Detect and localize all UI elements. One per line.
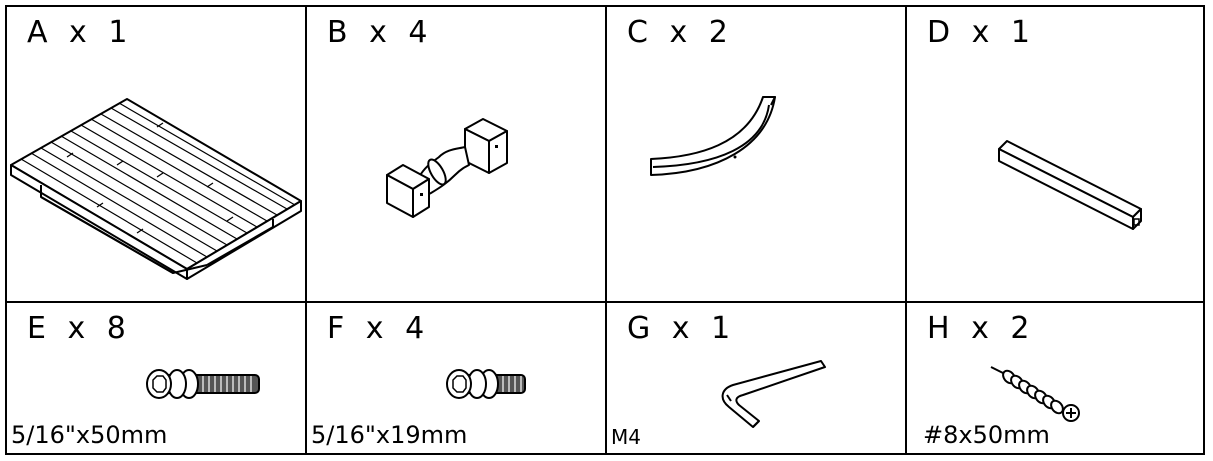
wood-screw-icon bbox=[990, 366, 1080, 422]
part-size: 5/16"x19mm bbox=[311, 421, 468, 449]
part-label: C x 2 bbox=[627, 15, 734, 50]
grid-divider bbox=[7, 301, 1203, 303]
part-size: #8x50mm bbox=[923, 421, 1050, 449]
part-label: D x 1 bbox=[927, 15, 1037, 50]
part-cell-d: D x 1 bbox=[907, 7, 1203, 301]
part-cell-h: H x 2 #8x50mm bbox=[907, 303, 1203, 453]
part-size: 5/16"x50mm bbox=[11, 421, 168, 449]
part-label: B x 4 bbox=[327, 15, 434, 50]
curved-apron-icon bbox=[650, 96, 776, 176]
grid-divider bbox=[305, 7, 307, 453]
allen-key-icon bbox=[721, 360, 826, 428]
part-cell-b: B x 4 bbox=[307, 7, 605, 301]
part-cell-g: G x 1 M4 bbox=[607, 303, 905, 453]
square-bar-icon bbox=[998, 140, 1142, 230]
part-label: E x 8 bbox=[27, 311, 132, 346]
grid-divider bbox=[905, 7, 907, 453]
part-cell-a: A x 1 bbox=[7, 7, 305, 301]
grid-divider bbox=[605, 7, 607, 453]
part-label: H x 2 bbox=[927, 311, 1036, 346]
part-cell-f: F x 4 5/16"x19mm bbox=[307, 303, 605, 453]
part-label: G x 1 bbox=[627, 311, 737, 346]
long-bolt-icon bbox=[146, 369, 260, 399]
parts-list-sheet: A x 1 bbox=[5, 5, 1205, 455]
part-cell-e: E x 8 5/16"x50mm bbox=[7, 303, 305, 453]
part-size: M4 bbox=[611, 425, 641, 449]
tabletop-icon bbox=[10, 98, 302, 280]
part-label: A x 1 bbox=[27, 15, 134, 50]
part-cell-c: C x 2 bbox=[607, 7, 905, 301]
part-label: F x 4 bbox=[327, 311, 431, 346]
leg-icon bbox=[386, 118, 508, 218]
short-bolt-icon bbox=[446, 369, 526, 399]
